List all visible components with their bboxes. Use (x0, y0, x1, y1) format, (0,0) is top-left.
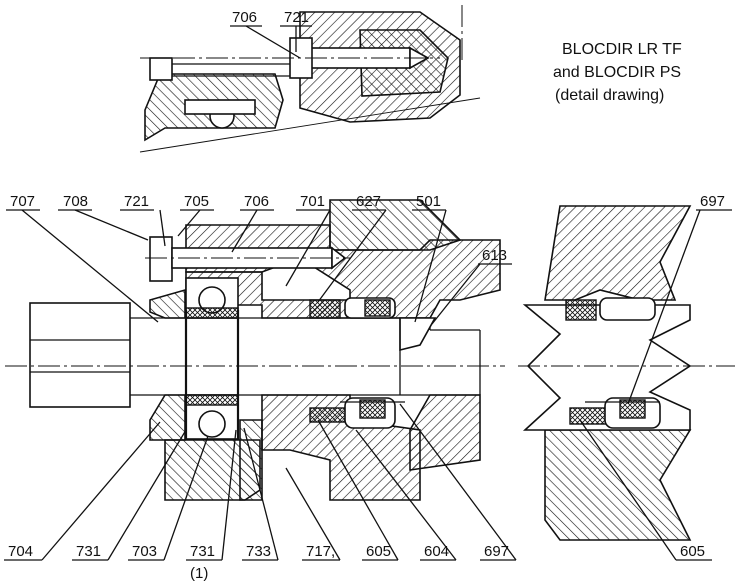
leader-501 (414, 209, 447, 323)
bolt-head-708 (149, 236, 173, 282)
leader-707 (21, 209, 159, 323)
label-733: 733 (246, 543, 271, 560)
leader-706-top (245, 25, 301, 59)
label-705: 705 (184, 193, 209, 210)
leader-697-right (627, 209, 701, 405)
leader-605-right (579, 419, 677, 561)
leader-703 (163, 435, 209, 561)
label-704: 704 (8, 543, 33, 560)
label-731-left: 731 (76, 543, 101, 560)
leader-731-left (107, 429, 187, 561)
caption-line-2: and BLOCDIR PS (553, 64, 681, 81)
label-613: 613 (482, 247, 507, 264)
shaft-end (29, 302, 131, 408)
seal-707-upper (149, 288, 186, 319)
bearing-ball-lower-703 (198, 410, 226, 438)
leader-604 (355, 429, 457, 561)
label-501: 501 (416, 193, 441, 210)
right-housing-upper (544, 205, 692, 301)
caption-line-1: BLOCDIR LR TF (562, 41, 682, 58)
label-721: 721 (124, 193, 149, 210)
label-697-right: 697 (700, 193, 725, 210)
spacer-733 (239, 419, 263, 501)
leader-733 (243, 427, 279, 561)
main-assembly-view: 707 708 721 705 706 701 627 501 (4, 193, 517, 582)
leader-605 (317, 419, 399, 561)
leader-706 (231, 209, 258, 253)
top-break-line (139, 97, 481, 153)
right-seal-upper (565, 299, 597, 321)
top-bearing-ring (184, 99, 256, 115)
label-627: 627 (356, 193, 381, 210)
label-605: 605 (366, 543, 391, 560)
label-721-top: 721 (284, 9, 309, 26)
leader-708 (74, 209, 149, 241)
bearing-inner-lower (185, 394, 239, 406)
seal-627 (309, 299, 341, 319)
label-708: 708 (63, 193, 88, 210)
right-housing-lower (544, 429, 692, 541)
label-707: 707 (10, 193, 35, 210)
right-seal-697 (619, 399, 646, 419)
leader-731-right (221, 429, 237, 561)
right-seal-housing-upper (599, 297, 656, 321)
leader-701 (285, 209, 331, 287)
label-706: 706 (244, 193, 269, 210)
leader-721 (159, 209, 166, 247)
leader-627 (317, 209, 387, 303)
right-seal-605 (569, 407, 609, 425)
seal-704-lower (149, 394, 186, 441)
label-701: 701 (300, 193, 325, 210)
right-detail-view: 697 605 (518, 193, 735, 561)
label-605-right: 605 (680, 543, 705, 560)
leader-717 (285, 467, 341, 561)
bottom-label-row: 704 731 703 731 (1) 733 717, 605 604 (4, 403, 517, 582)
caption-line-3: (detail drawing) (555, 87, 664, 104)
leader-697 (399, 403, 517, 561)
label-604: 604 (424, 543, 449, 560)
cone-613 (399, 317, 437, 352)
label-717: 717, (306, 543, 335, 560)
label-706-top: 706 (232, 9, 257, 26)
leader-704 (41, 421, 161, 561)
top-bolt-head (149, 57, 173, 81)
label-731-right: 731 (190, 543, 215, 560)
label-703: 703 (132, 543, 157, 560)
seal-604-lower (359, 399, 386, 419)
top-detail-view: 706 721 (139, 5, 481, 153)
bearing-inner-upper (185, 307, 239, 319)
leader-705 (177, 209, 201, 237)
label-697: 697 (484, 543, 509, 560)
top-label-row: 707 708 721 705 706 701 627 501 (6, 193, 512, 325)
label-731-note: (1) (190, 565, 208, 582)
caption-block: BLOCDIR LR TF and BLOCDIR PS (detail dra… (553, 41, 682, 104)
leader-613 (431, 263, 481, 325)
seal-604-upper (364, 299, 391, 317)
seal-605 (309, 407, 349, 423)
